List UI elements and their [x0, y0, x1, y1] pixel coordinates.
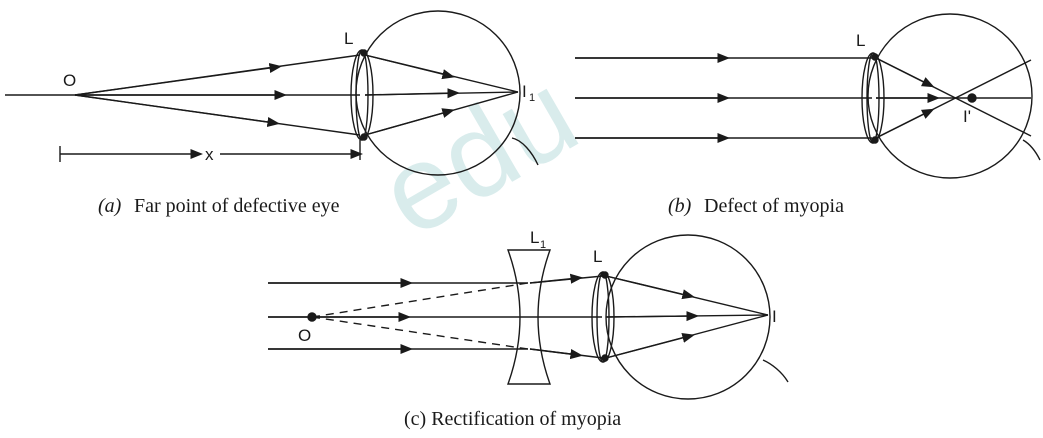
panel-b-labels: L I' (b) Defect of myopia	[668, 31, 971, 217]
arrow-a-top	[74, 63, 282, 96]
distance-label-a: x	[205, 145, 214, 164]
caption-text-a: Far point of defective eye	[134, 195, 340, 217]
arrow-b-bot-out	[875, 108, 935, 139]
image-label-a: I	[522, 82, 527, 101]
focus-point-b	[967, 93, 977, 103]
eyeball-b	[867, 13, 1033, 179]
lens-top-dot-c	[601, 271, 609, 279]
arrow-a-mid-out	[364, 88, 461, 99]
arrow-a-top-out	[364, 54, 455, 80]
lens-label-b: L	[856, 31, 865, 50]
arrow-c-bot-out	[605, 333, 695, 359]
panel-c-labels: O L 1 L I (c) Rectification of myopia	[298, 228, 777, 430]
corrective-lens-label-c: L	[530, 228, 539, 247]
optic-nerve-c	[762, 359, 789, 383]
panel-a-labels: O L I 1 x (a) Far point of defective eye	[63, 29, 535, 217]
virtual-ray-c-bot	[311, 316, 529, 350]
optic-nerve-b	[1022, 139, 1041, 161]
caption-letter-b: (b)	[668, 195, 692, 217]
image-label-b: I'	[963, 107, 971, 126]
arrow-c-mid-out	[605, 311, 700, 322]
arrow-b-top-out	[875, 57, 935, 88]
panel-c	[268, 234, 789, 400]
lens-label-a: L	[344, 29, 353, 48]
object-point-c	[307, 312, 317, 322]
arrow-c-bot-div	[529, 348, 584, 360]
caption-text-b: Defect of myopia	[704, 195, 844, 217]
panel-b	[575, 13, 1041, 179]
watermark: edu	[358, 46, 598, 262]
arrow-c-top-out	[605, 275, 695, 300]
corrective-lens-sub-c: 1	[540, 239, 546, 251]
image-label-c: I	[772, 307, 777, 326]
panel-a	[5, 10, 539, 176]
caption-c: (c) Rectification of myopia	[404, 408, 621, 430]
image-sub-a: 1	[529, 92, 535, 104]
object-label-a: O	[63, 71, 76, 90]
concave-lens-c	[507, 249, 551, 385]
lens-label-c: L	[593, 247, 602, 266]
virtual-ray-c-top	[311, 282, 529, 318]
arrow-a-bot	[74, 94, 280, 127]
arrow-a-bot-out	[364, 108, 455, 136]
object-label-c: O	[298, 326, 311, 345]
caption-letter-a: (a)	[98, 195, 122, 217]
optic-nerve-a	[511, 137, 539, 166]
arrow-c-top-div	[529, 273, 584, 284]
